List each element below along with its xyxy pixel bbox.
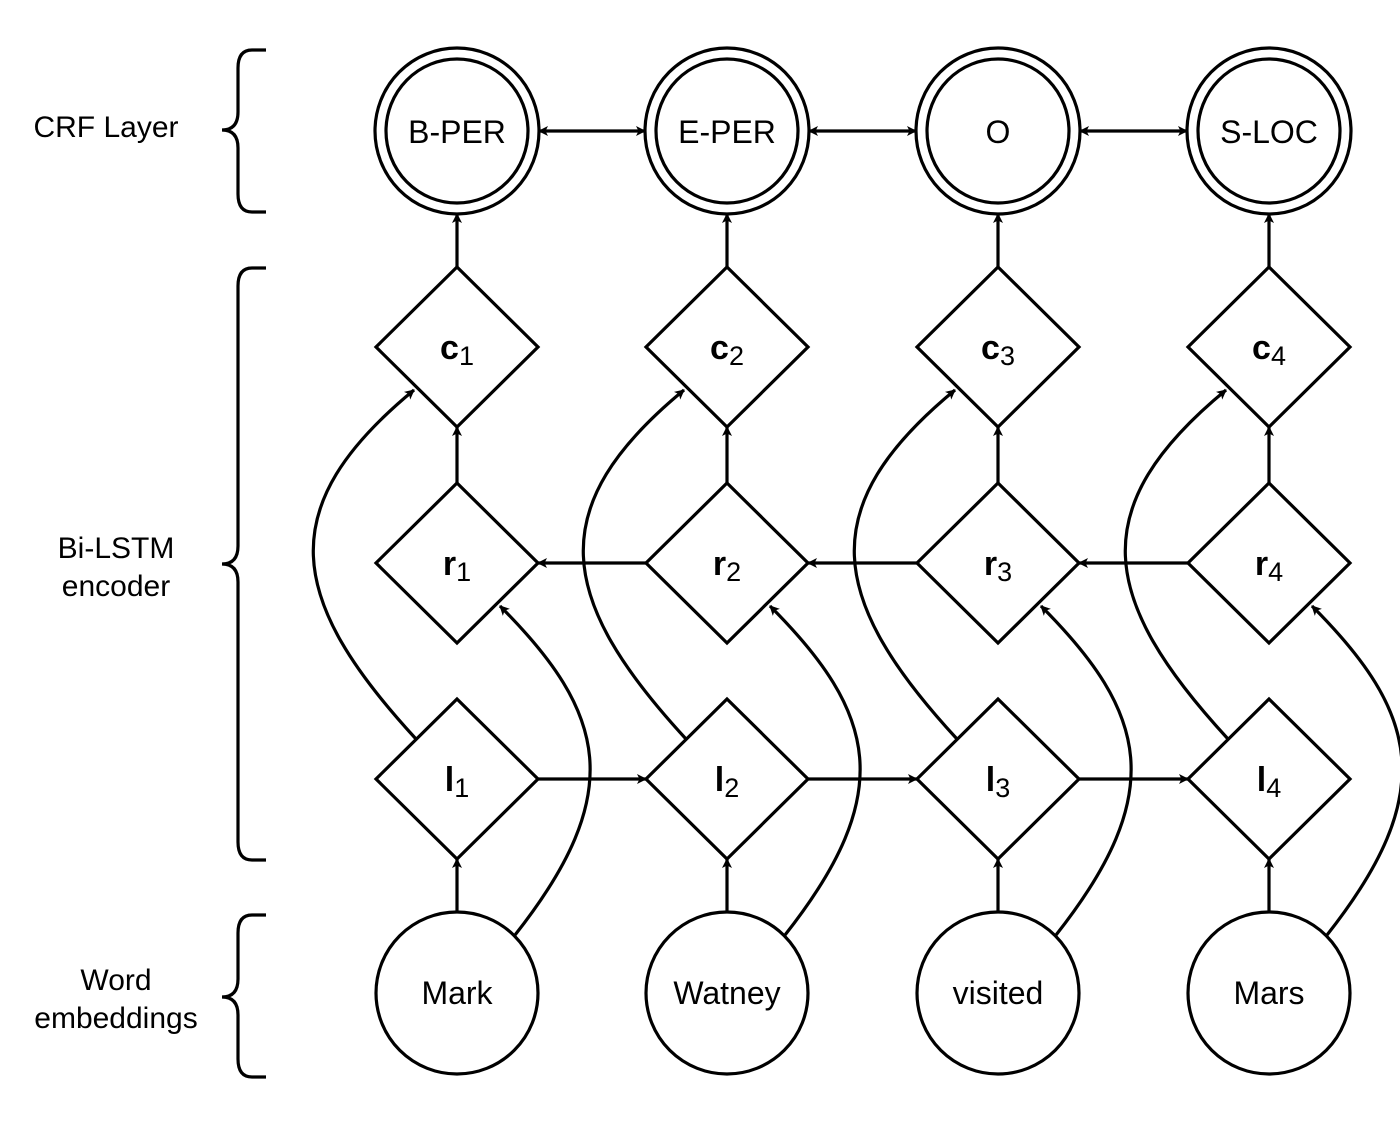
brace-embeddings bbox=[221, 913, 266, 1079]
crf-tag-label: B-PER bbox=[408, 114, 506, 150]
crf-tag-label: E-PER bbox=[678, 114, 776, 150]
right-lstm-state-diamond bbox=[914, 480, 1082, 646]
left-lstm-state-diamond bbox=[643, 696, 811, 862]
right-lstm-state-node: r4 bbox=[1185, 480, 1353, 646]
layer-label-bilstm-line-2: encoder bbox=[62, 570, 170, 603]
concat-state-diamond bbox=[914, 264, 1082, 430]
left-lstm-state-diamond bbox=[1185, 696, 1353, 862]
left-lstm-state-node: l1 bbox=[373, 696, 541, 862]
left-lstm-state-node: l2 bbox=[643, 696, 811, 862]
word-embedding-node: visited bbox=[915, 910, 1081, 1076]
right-lstm-state-label: r4 bbox=[1255, 545, 1283, 587]
crf-tag-inner-ring bbox=[384, 57, 530, 205]
word-embedding-circle bbox=[374, 910, 540, 1076]
crf-tag-node: O bbox=[914, 46, 1082, 216]
right-lstm-state-label: r3 bbox=[984, 545, 1012, 587]
word-embedding-node: Watney bbox=[644, 910, 810, 1076]
right-lstm-state-diamond bbox=[373, 480, 541, 646]
concat-state-label: c4 bbox=[1252, 329, 1286, 371]
right-lstm-state-node: r1 bbox=[373, 480, 541, 646]
concat-state-label: c3 bbox=[981, 329, 1015, 371]
crf-tag-label: S-LOC bbox=[1220, 114, 1318, 150]
layer-label-crf-line-1: CRF Layer bbox=[33, 111, 178, 144]
crf-tag-node: S-LOC bbox=[1185, 46, 1353, 216]
edge-word-to-r-2 bbox=[768, 604, 862, 936]
crf-tag-inner-ring bbox=[925, 57, 1071, 205]
right-lstm-state-diamond bbox=[1185, 480, 1353, 646]
layer-label-embeddings-line-1: Word bbox=[80, 964, 151, 997]
word-token-label: Watney bbox=[673, 975, 780, 1011]
word-token-label: Mark bbox=[421, 975, 493, 1011]
word-token-label: visited bbox=[953, 975, 1044, 1011]
edge-l-to-c-1 bbox=[311, 388, 418, 741]
word-embedding-node: Mars bbox=[1186, 910, 1352, 1076]
right-lstm-state-label: r1 bbox=[443, 545, 471, 587]
crf-tag-label: O bbox=[986, 114, 1011, 150]
right-lstm-state-label: r2 bbox=[713, 545, 741, 587]
concat-state-node: c3 bbox=[914, 264, 1082, 430]
edge-l-to-c-4 bbox=[1123, 388, 1230, 741]
left-lstm-state-node: l4 bbox=[1185, 696, 1353, 862]
edge-word-to-r-3 bbox=[1039, 604, 1133, 936]
right-lstm-state-diamond bbox=[643, 480, 811, 646]
concat-state-node: c1 bbox=[373, 264, 541, 430]
concat-state-diamond bbox=[373, 264, 541, 430]
left-lstm-state-label: l1 bbox=[445, 761, 469, 803]
concat-state-label: c2 bbox=[710, 329, 744, 371]
crf-tag-inner-ring bbox=[654, 57, 800, 205]
concat-state-diamond bbox=[1185, 264, 1353, 430]
layer-label-bilstm: Bi-LSTM encoder bbox=[58, 532, 175, 603]
left-lstm-state-label: l3 bbox=[986, 761, 1010, 803]
word-token-label: Mars bbox=[1233, 975, 1304, 1011]
left-lstm-state-label: l2 bbox=[715, 761, 739, 803]
brace-bilstm bbox=[221, 266, 266, 862]
concat-state-diamond bbox=[643, 264, 811, 430]
left-lstm-state-node: l3 bbox=[914, 696, 1082, 862]
word-embedding-circle bbox=[915, 910, 1081, 1076]
word-embedding-node: Mark bbox=[374, 910, 540, 1076]
right-lstm-state-node: r2 bbox=[643, 480, 811, 646]
layer-label-crf: CRF Layer bbox=[33, 111, 178, 144]
layer-label-bilstm-line-1: Bi-LSTM bbox=[58, 532, 175, 565]
concat-state-node: c2 bbox=[643, 264, 811, 430]
left-lstm-state-label: l4 bbox=[1257, 761, 1281, 803]
edge-word-to-r-4 bbox=[1310, 604, 1400, 936]
edge-l-to-c-3 bbox=[852, 388, 959, 741]
right-lstm-state-node: r3 bbox=[914, 480, 1082, 646]
concat-state-node: c4 bbox=[1185, 264, 1353, 430]
edges bbox=[311, 126, 1400, 936]
brace-crf bbox=[221, 48, 266, 214]
left-lstm-state-diamond bbox=[914, 696, 1082, 862]
concat-state-label: c1 bbox=[440, 329, 474, 371]
left-lstm-state-diamond bbox=[373, 696, 541, 862]
edge-word-to-r-1 bbox=[498, 604, 592, 936]
crf-tag-node: B-PER bbox=[373, 46, 541, 216]
layer-label-embeddings: Word embeddings bbox=[34, 964, 197, 1035]
word-embedding-circle bbox=[1186, 910, 1352, 1076]
layer-label-embeddings-line-2: embeddings bbox=[34, 1002, 197, 1035]
crf-tag-node: E-PER bbox=[643, 46, 811, 216]
edge-l-to-c-2 bbox=[581, 388, 688, 741]
word-embedding-circle bbox=[644, 910, 810, 1076]
crf-tag-inner-ring bbox=[1196, 57, 1342, 205]
